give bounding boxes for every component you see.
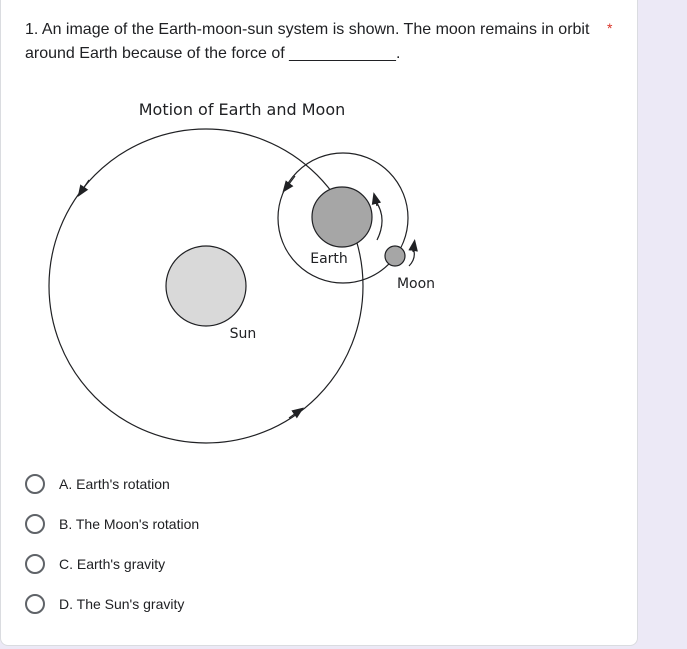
question-text: 1. An image of the Earth-moon-sun system… xyxy=(25,21,590,62)
option-b[interactable]: B. The Moon's rotation xyxy=(25,512,199,536)
option-label: A. Earth's rotation xyxy=(59,476,170,492)
moon-rotation-arrow xyxy=(408,239,418,253)
option-a[interactable]: A. Earth's rotation xyxy=(25,472,170,496)
required-asterisk: * xyxy=(607,20,613,36)
question-card: 1. An image of the Earth-moon-sun system… xyxy=(0,0,638,646)
sun-shape xyxy=(165,245,247,327)
moon-label: Moon xyxy=(397,276,435,292)
earth-rotation-arc xyxy=(374,199,383,241)
earth-rotation-arrow xyxy=(371,192,382,207)
option-c[interactable]: C. Earth's gravity xyxy=(25,552,165,576)
sun-label: Sun xyxy=(230,326,257,342)
moon-shape xyxy=(384,245,406,267)
option-label: D. The Sun's gravity xyxy=(59,596,185,612)
earth-label: Earth xyxy=(310,251,348,267)
earth-moon-sun-diagram: Motion of Earth and Moon Sun Earth Moon xyxy=(1,88,521,463)
moon-orbit xyxy=(277,152,409,284)
radio-button-a[interactable] xyxy=(25,474,45,494)
moon-orbit-arrow xyxy=(282,175,296,193)
radio-button-b[interactable] xyxy=(25,514,45,534)
orbit-arrow-left xyxy=(77,179,90,197)
earth-shape xyxy=(311,186,373,248)
option-label: C. Earth's gravity xyxy=(59,556,166,572)
option-label: B. The Moon's rotation xyxy=(59,516,200,532)
orbit-arrow-bottom xyxy=(288,407,304,419)
option-d[interactable]: D. The Sun's gravity xyxy=(25,592,184,616)
radio-button-d[interactable] xyxy=(25,594,45,614)
earth-orbit xyxy=(48,128,364,444)
diagram-title: Motion of Earth and Moon xyxy=(139,100,346,119)
radio-button-c[interactable] xyxy=(25,554,45,574)
